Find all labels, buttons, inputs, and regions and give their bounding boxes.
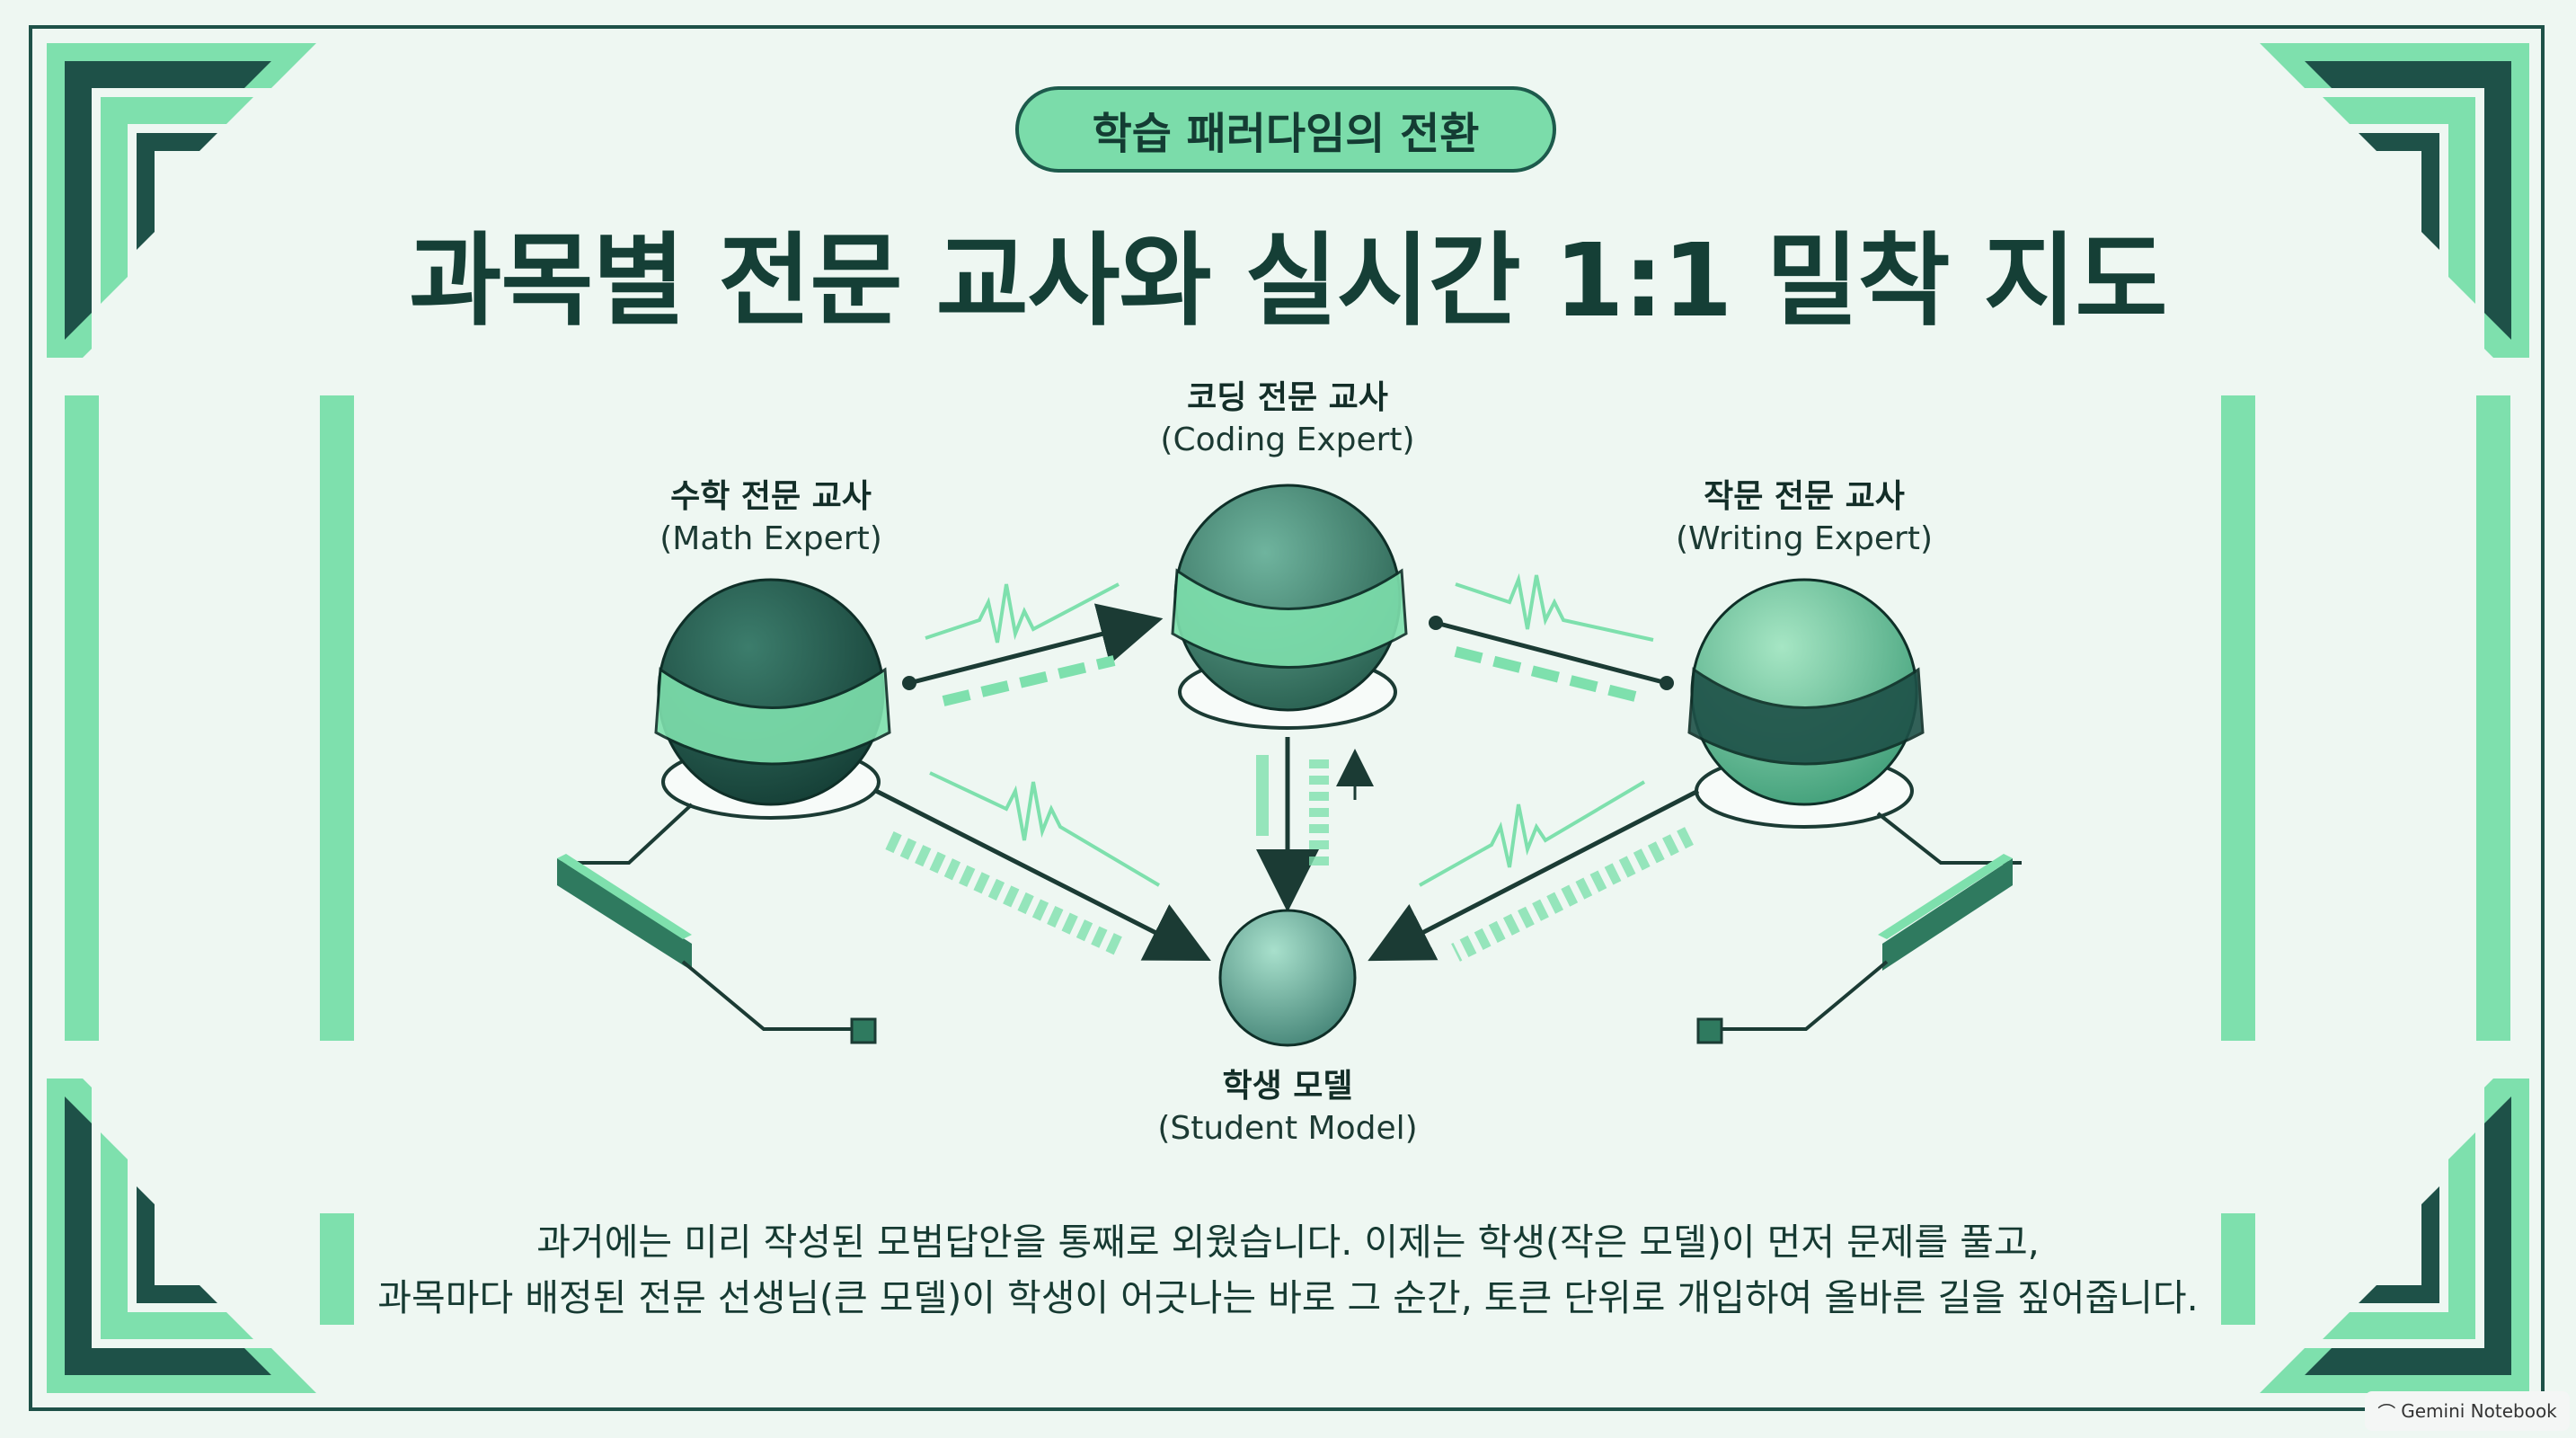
- arrow-coding-to-writing: [1435, 620, 1668, 686]
- corner-ornament-bottom-left: [47, 1078, 316, 1393]
- gemini-logo-icon: ⌒: [2377, 1401, 2396, 1424]
- coding-expert-sphere: [1171, 484, 1408, 712]
- math-expert-sphere: [654, 578, 891, 806]
- math-expert-name-en: (Math Expert): [659, 519, 882, 557]
- dashes-coding-writing: [1454, 646, 1637, 702]
- writing-pedestal: [1695, 753, 2022, 1044]
- gemini-notebook-badge[interactable]: ⌒ Gemini Notebook: [2365, 1391, 2570, 1431]
- coding-expert-name-ko: 코딩 전문 교사: [1187, 379, 1388, 416]
- chevron-stream-left: [885, 831, 1128, 957]
- arrow-writing-to-student: [1368, 788, 1700, 962]
- side-bar-left-outer: [65, 395, 99, 1041]
- signal-wave-top-left: [925, 582, 1120, 644]
- signal-wave-top-right: [1455, 573, 1654, 642]
- corner-ornament-top-left: [47, 43, 316, 358]
- description-line-2: 과목마다 배정된 전문 선생님(큰 모델)이 학생이 어긋나는 바로 그 순간,…: [377, 1276, 2199, 1319]
- side-bar-right-outer: [2476, 395, 2510, 1041]
- page-title: 과목별 전문 교사와 실시간 1:1 밀착 지도: [409, 223, 2167, 340]
- side-bar-left-inner: [320, 395, 354, 1041]
- arrow-math-to-coding: [908, 603, 1164, 686]
- math-expert-label: 수학 전문 교사 (Math Expert): [537, 476, 1005, 561]
- signal-wave-bottom-left: [929, 771, 1161, 887]
- corner-ornament-top-right: [2260, 43, 2529, 358]
- section-pill: 학습 패러다임의 전환: [1015, 86, 1556, 173]
- description-line-1: 과거에는 미리 작성된 모범답안을 통째로 외웠습니다. 이제는 학생(작은 모…: [536, 1221, 2040, 1264]
- coding-expert-label: 코딩 전문 교사 (Coding Expert): [1054, 377, 1521, 462]
- slide-frame: [29, 25, 2545, 1411]
- student-model-name-en: (Student Model): [1157, 1109, 1418, 1147]
- corner-ornament-bottom-right: [2260, 1078, 2529, 1393]
- math-expert-name-ko: 수학 전문 교사: [670, 478, 872, 515]
- student-model-name-ko: 학생 모델: [1222, 1068, 1353, 1105]
- student-model-label: 학생 모델 (Student Model): [1054, 1066, 1521, 1150]
- arrow-math-to-student: [874, 788, 1211, 962]
- side-bar-right-inner: [2221, 395, 2255, 1041]
- side-bar-left-inner-bottom: [320, 1213, 354, 1325]
- writing-expert-sphere: [1687, 578, 1925, 806]
- signal-wave-bottom-right: [1419, 780, 1646, 887]
- side-bar-right-inner-bottom: [2221, 1213, 2255, 1325]
- student-model-sphere: [1218, 909, 1357, 1047]
- writing-expert-name-en: (Writing Expert): [1675, 519, 1934, 557]
- coding-expert-name-en: (Coding Expert): [1160, 421, 1415, 458]
- dashes-math-coding: [942, 655, 1116, 706]
- writing-expert-name-ko: 작문 전문 교사: [1704, 478, 1905, 515]
- chevron-stream-right: [1451, 827, 1694, 962]
- writing-expert-label: 작문 전문 교사 (Writing Expert): [1571, 476, 2038, 561]
- badge-label: Gemini Notebook: [2401, 1400, 2557, 1422]
